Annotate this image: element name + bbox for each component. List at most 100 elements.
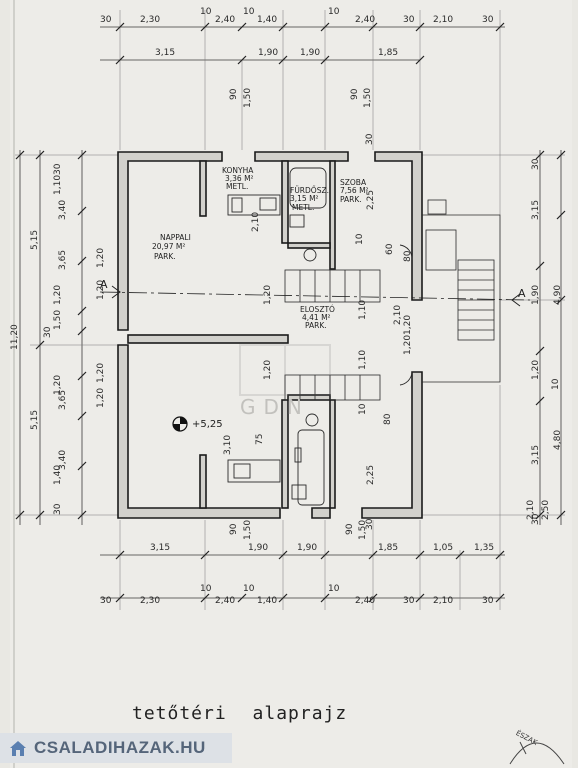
center-watermark-logo: [239, 344, 331, 396]
bot2-label: 2,40: [355, 596, 375, 606]
li-label: 1,40: [53, 465, 63, 485]
top2-label: 1,90: [258, 48, 278, 58]
center-watermark-text: GDN: [240, 395, 310, 419]
top1-label: 30: [482, 15, 494, 25]
int-label: 2,25: [366, 465, 376, 485]
door-label: 1,20: [263, 360, 273, 380]
dim-doors: 1,201,201,201,201,201,201,201,20: [96, 248, 413, 408]
door-label: 1,20: [96, 280, 106, 300]
door-label: 1,20: [96, 248, 106, 268]
room-label-eloszto: ELOSZTÓ: [300, 305, 335, 314]
r-label: 3,15: [531, 445, 541, 465]
top2-label: 3,15: [155, 48, 175, 58]
top1-label: 2,30: [140, 15, 160, 25]
int-label: 10: [355, 233, 365, 245]
r-label: 2,10: [526, 500, 536, 520]
topv-label: 1,50: [363, 88, 373, 108]
li-label: 1,10: [53, 175, 63, 195]
bot1-label: 1,35: [474, 543, 494, 553]
extension-lines: [15, 10, 565, 610]
room-label-konyha: METL.: [226, 182, 248, 191]
li-label: 1,20: [53, 285, 63, 305]
int-label: 80: [383, 413, 393, 425]
bot2-label: 30: [403, 596, 415, 606]
door-label: 1,20: [403, 315, 413, 335]
bot2-label: 2,10: [433, 596, 453, 606]
dim-interior: 302,251060801,101,102,25801030752,103,10…: [223, 133, 413, 530]
bot2-label: 10: [243, 584, 255, 594]
int-label: 80: [403, 250, 413, 262]
botv-label: 1,50: [243, 520, 253, 540]
int-label: 2,10: [393, 305, 403, 325]
top1-label: 10: [200, 7, 212, 17]
li-label: 30: [53, 503, 63, 515]
r-label: 4,90: [553, 285, 563, 305]
room-label-konyha: KONYHA: [222, 166, 254, 175]
dim-left-inner: 301,103,403,65301,201,503,651,201,403,40…: [43, 163, 68, 515]
site-watermark: CSALADIHAZAK.HU: [0, 733, 232, 763]
door-label: 1,20: [96, 388, 106, 408]
r-label: 2,50: [541, 500, 551, 520]
lm-label: 5,15: [30, 410, 40, 430]
room-label-nappali: PARK.: [154, 252, 176, 261]
top2-label: 1,85: [378, 48, 398, 58]
level-value: +5,25: [192, 419, 223, 430]
r-label: 4,80: [553, 430, 563, 450]
section-line: [99, 285, 531, 307]
dim-left-outer: 11,20: [10, 324, 20, 350]
top2-label: 1,90: [300, 48, 320, 58]
int-label: 2,25: [366, 190, 376, 210]
bot2-label: 30: [482, 596, 494, 606]
house-icon: [10, 741, 26, 756]
bot1-label: 1,85: [378, 543, 398, 553]
li-label: 1,50: [53, 310, 63, 330]
door-label: 1,20: [96, 363, 106, 383]
room-label-nappali: 20,97 M²: [152, 242, 185, 251]
section-mark-right: A: [518, 287, 526, 300]
int-label: 30: [365, 133, 375, 145]
r-label: 1,20: [531, 360, 541, 380]
li-label: 3,65: [58, 390, 68, 410]
li-label: 3,40: [58, 200, 68, 220]
room-label-eloszto: 4,41 M²: [302, 313, 331, 322]
level-marker-icon: [172, 416, 188, 432]
walls: [117, 151, 423, 519]
plan-title: tetőtéri alaprajz: [132, 703, 348, 724]
bot2-label: 1,40: [257, 596, 277, 606]
top1-label: 2,40: [215, 15, 235, 25]
bot1-label: 1,90: [297, 543, 317, 553]
top1-label: 2,10: [433, 15, 453, 25]
topv-label: 1,50: [243, 88, 253, 108]
int-label: 75: [255, 434, 265, 445]
bot2-label: 10: [328, 584, 340, 594]
dimension-lines: [19, 26, 562, 599]
li-label: 1,20: [53, 375, 63, 395]
door-label: 1,20: [403, 335, 413, 355]
room-label-eloszto: PARK.: [305, 321, 327, 330]
north-arrow-icon: ÉSZAK: [509, 728, 565, 765]
int-label: 3,10: [223, 435, 233, 455]
r-label: 30: [531, 513, 541, 525]
li-label: 30: [53, 163, 63, 175]
bot1-label: 1,90: [248, 543, 268, 553]
room-label-konyha: 3,36 M²: [225, 174, 254, 183]
int-label: 1,10: [358, 350, 368, 370]
topv-label: 90: [350, 88, 360, 100]
lm-label: 5,15: [30, 230, 40, 250]
room-label-szoba: SZOBA: [340, 178, 367, 187]
north-label: ÉSZAK: [514, 728, 539, 747]
watermark-text: CSALADIHAZAK.HU: [34, 738, 206, 757]
dim-left-mid: 5,15 5,15: [30, 230, 40, 430]
top1-label: 30: [403, 15, 415, 25]
botv-label: 90: [229, 523, 239, 535]
r-label: 30: [531, 158, 541, 170]
top1-label: 2,40: [355, 15, 375, 25]
stairs: [284, 199, 501, 401]
